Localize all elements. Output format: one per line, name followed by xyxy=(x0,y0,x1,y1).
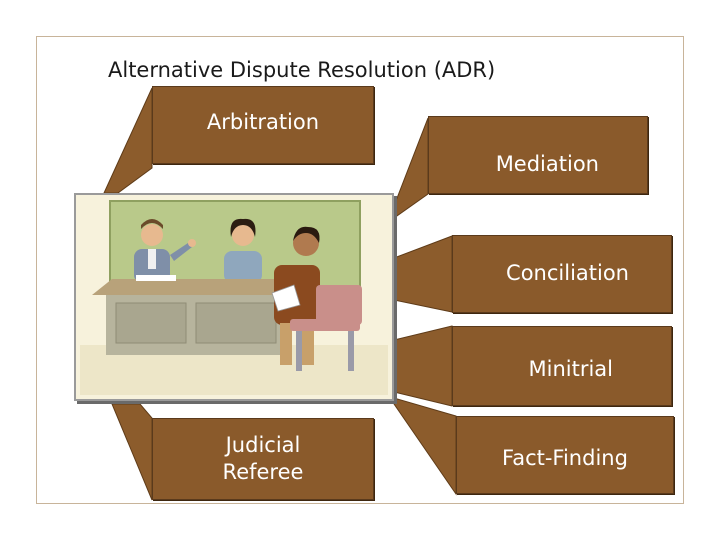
ray-judicial-referee xyxy=(111,403,153,501)
label-fact-finding: Fact-Finding xyxy=(502,446,628,470)
box-minitrial: Minitrial xyxy=(452,326,672,406)
label-minitrial: Minitrial xyxy=(528,357,613,381)
ray-mediation xyxy=(393,117,429,219)
desk xyxy=(92,275,308,355)
label-judicial-referee-line2: Referee xyxy=(222,460,304,484)
page-title: Alternative Dispute Resolution (ADR) xyxy=(108,58,496,82)
label-mediation: Mediation xyxy=(495,152,599,176)
box-conciliation: Conciliation xyxy=(452,235,672,313)
box-judicial-referee: Judicial Referee xyxy=(152,418,374,500)
person-left xyxy=(134,219,196,283)
label-conciliation: Conciliation xyxy=(506,261,629,285)
ray-conciliation xyxy=(393,235,453,313)
person-middle xyxy=(224,218,262,283)
ray-arbitration xyxy=(103,87,153,194)
box-arbitration: Arbitration xyxy=(152,86,374,164)
label-arbitration: Arbitration xyxy=(206,110,320,134)
ray-fact-finding xyxy=(393,397,457,496)
box-fact-finding: Fact-Finding xyxy=(456,416,674,494)
box-mediation: Mediation xyxy=(428,116,648,194)
meeting-clipart xyxy=(80,200,388,395)
chair xyxy=(290,285,362,371)
ray-minitrial xyxy=(393,325,453,407)
meeting-illustration xyxy=(74,193,394,401)
label-judicial-referee-line1: Judicial xyxy=(225,432,301,457)
person-right xyxy=(271,226,320,365)
